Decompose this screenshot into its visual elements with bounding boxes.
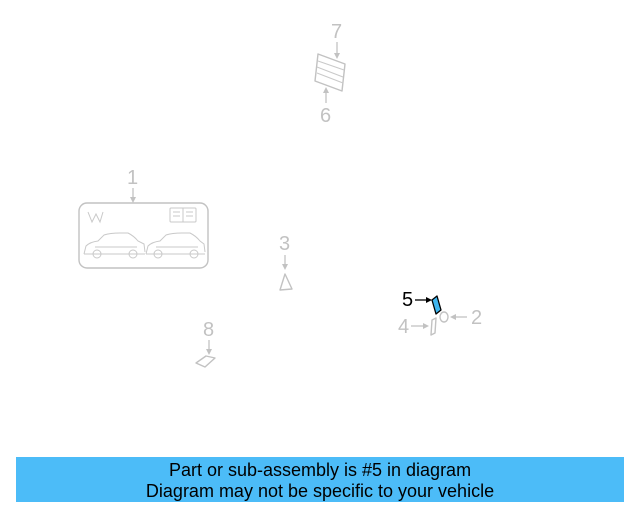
callout-6[interactable]: 6 (320, 105, 331, 127)
arrowhead-8 (206, 349, 212, 355)
callout-5[interactable]: 5 (402, 289, 413, 311)
book-icon (169, 207, 197, 223)
arrowhead-5 (426, 297, 432, 303)
car-outline-left-icon (83, 232, 146, 259)
logo-icon (87, 211, 104, 224)
part-1-info-label[interactable] (78, 202, 209, 269)
part-8-diamond-label[interactable] (195, 355, 216, 368)
info-banner: Part or sub-assembly is #5 in diagram Di… (16, 457, 624, 502)
callout-2[interactable]: 2 (471, 307, 482, 329)
callout-1[interactable]: 1 (127, 167, 138, 189)
arrowhead-4 (423, 323, 429, 329)
callout-4[interactable]: 4 (398, 316, 409, 338)
callout-3[interactable]: 3 (279, 233, 290, 255)
callout-7[interactable]: 7 (331, 21, 342, 43)
arrowhead-3 (282, 264, 288, 270)
arrowhead-7 (334, 53, 340, 59)
car-outline-right-icon (145, 232, 206, 259)
part-5-highlighted-label[interactable] (431, 295, 442, 315)
banner-line-2: Diagram may not be specific to your vehi… (145, 481, 495, 501)
part-4-angled-label[interactable] (430, 317, 437, 336)
arrowhead-6 (323, 87, 329, 93)
part-3-triangle-label[interactable] (279, 273, 293, 291)
arrowhead-2 (450, 314, 456, 320)
banner-line-1: Part or sub-assembly is #5 in diagram (168, 460, 472, 480)
callout-8[interactable]: 8 (203, 319, 214, 341)
arrowhead-1 (130, 197, 136, 203)
part-2-round-label[interactable] (439, 311, 449, 323)
part-7-label-plate[interactable] (314, 53, 346, 92)
